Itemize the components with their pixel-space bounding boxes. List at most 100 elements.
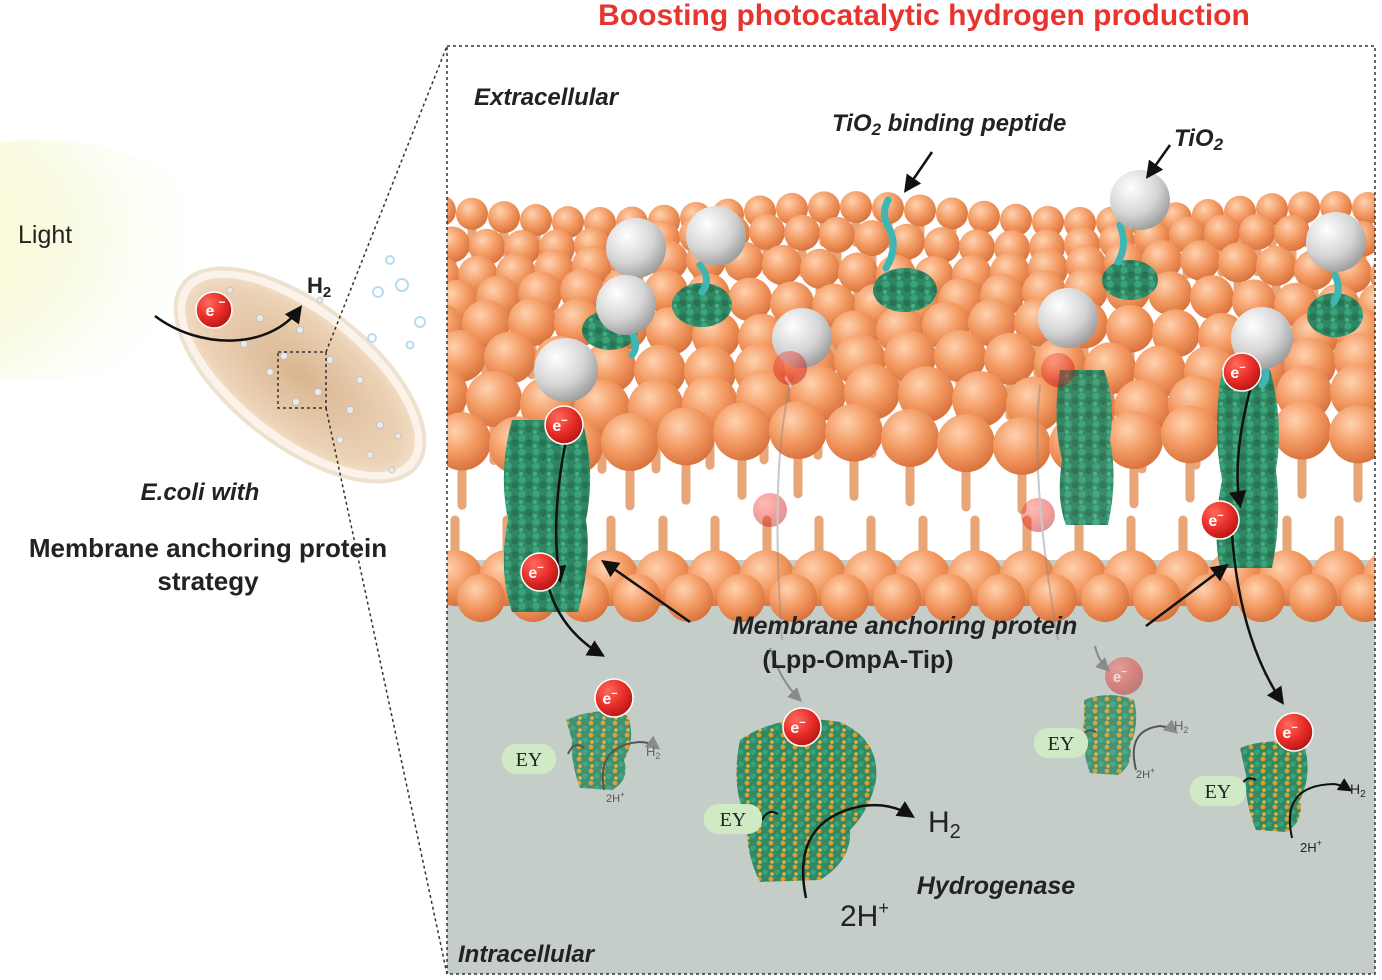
svg-text:e−: e− <box>528 562 543 582</box>
extracellular-label: Extracellular <box>474 84 620 111</box>
hydrogenase-label: Hydrogenase <box>917 872 1075 900</box>
peptide-2 <box>1114 221 1127 266</box>
tio2-sphere <box>1306 212 1366 272</box>
lipid-head <box>1180 240 1220 281</box>
lipid-head <box>713 402 771 461</box>
svg-text:e−: e− <box>790 717 805 737</box>
lipid-head <box>1204 214 1240 251</box>
lipid-head <box>1256 245 1296 286</box>
lipid-head <box>466 370 522 427</box>
peptide-label: TiO2 binding peptide <box>832 110 1066 139</box>
electron: e− <box>1274 712 1314 752</box>
lipid-head <box>601 412 659 471</box>
lipid-head <box>1161 405 1219 464</box>
electron-path-arrow <box>154 305 303 342</box>
lipid-head <box>1032 205 1064 238</box>
proton-label-small: 2H+ <box>1136 766 1155 781</box>
protein-cap-1 <box>672 283 732 327</box>
lipid-head <box>1288 191 1320 224</box>
light-glow <box>0 140 230 380</box>
ey-badge: EY <box>1190 776 1246 806</box>
svg-text:e−: e− <box>552 415 567 435</box>
h2-product-small: H2 <box>646 744 660 761</box>
lipid-head <box>613 574 661 622</box>
protein-cap-4 <box>1307 293 1363 337</box>
lipid-head <box>821 574 869 622</box>
lipid-head <box>665 574 713 622</box>
h2-product-small: H2 <box>1350 781 1366 800</box>
ey-badge: EY <box>502 744 556 774</box>
hydrogenase-small-left <box>566 711 632 790</box>
lipid-head <box>1352 192 1375 224</box>
tio2-sphere <box>606 218 666 278</box>
electron: e− <box>520 552 560 592</box>
svg-text:EY: EY <box>516 749 543 771</box>
zoom-frame <box>446 45 1376 975</box>
lipid-head <box>934 330 986 383</box>
svg-text:EY: EY <box>720 809 747 831</box>
zoom-line-top <box>325 45 448 353</box>
lipid-head <box>952 371 1008 428</box>
lipid-head <box>657 407 715 466</box>
h2-bubbles <box>367 255 426 350</box>
lipid-head <box>769 574 817 622</box>
h2-label-left: H2 <box>307 273 331 301</box>
diagram-title: Boosting photocatalytic hydrogen product… <box>598 0 1250 32</box>
lipid-head <box>1029 574 1077 622</box>
hydrogenase-main <box>736 719 877 882</box>
tio2-particles <box>534 170 1366 402</box>
lipid-head <box>447 412 491 471</box>
faded-electrons <box>753 351 1143 695</box>
svg-text:e−: e− <box>1230 362 1245 382</box>
left-electron: e − <box>195 291 233 329</box>
electron-faded-label: e− <box>1113 667 1127 686</box>
lipid-head <box>749 214 785 251</box>
lipid-head <box>1185 574 1233 622</box>
lipid-head <box>924 227 960 264</box>
h2-product-small: H2 <box>1174 718 1188 735</box>
lipid-head <box>1329 405 1375 464</box>
lipid-head <box>457 574 505 622</box>
lipid-head <box>1105 410 1163 469</box>
lipid-head <box>977 574 1025 622</box>
lipid-head <box>1289 574 1337 622</box>
lipid-head <box>1273 401 1331 460</box>
lipid-head <box>881 408 939 467</box>
lipid-head <box>1218 242 1258 283</box>
lipid-head <box>520 204 552 237</box>
svg-text:EY: EY <box>1048 733 1075 755</box>
h2-product-main: H2 <box>928 806 961 843</box>
peptide-1 <box>881 196 897 272</box>
lipid-head <box>904 194 936 227</box>
lipid-head <box>925 574 973 622</box>
tio2-sphere <box>1038 288 1098 348</box>
electron: e− <box>1222 352 1262 392</box>
protein-cap-2 <box>873 268 937 312</box>
tio2-label: TiO2 <box>1174 125 1224 154</box>
lipid-head <box>447 330 486 382</box>
lipid-head <box>800 248 840 289</box>
lipid-head <box>717 574 765 622</box>
lipid-head <box>1190 275 1234 320</box>
ecoli-cell <box>173 266 427 484</box>
zoom-line-bottom <box>325 407 448 975</box>
svg-text:e−: e− <box>1208 510 1223 530</box>
lipid-head <box>898 366 954 423</box>
anchor-protein-mid <box>1056 370 1114 525</box>
lipid-head <box>819 216 855 253</box>
cell-caption-line2: strategy <box>157 566 259 596</box>
lipid-head <box>728 277 772 322</box>
lipid-head <box>1133 574 1181 622</box>
electron: e− <box>544 405 584 445</box>
lipid-head <box>1152 309 1200 358</box>
proton-label-small: 2H+ <box>1300 838 1322 855</box>
svg-text:−: − <box>218 295 225 309</box>
svg-text:e−: e− <box>602 688 617 708</box>
lipid-head <box>447 366 468 422</box>
peptide-4 <box>1330 271 1342 306</box>
tio2-sphere <box>1110 170 1170 230</box>
hydrogenase-small-mid <box>1082 695 1137 775</box>
peptide-pointer <box>904 151 934 193</box>
light-label: Light <box>18 221 72 249</box>
ey-badge: EY <box>1034 728 1088 758</box>
